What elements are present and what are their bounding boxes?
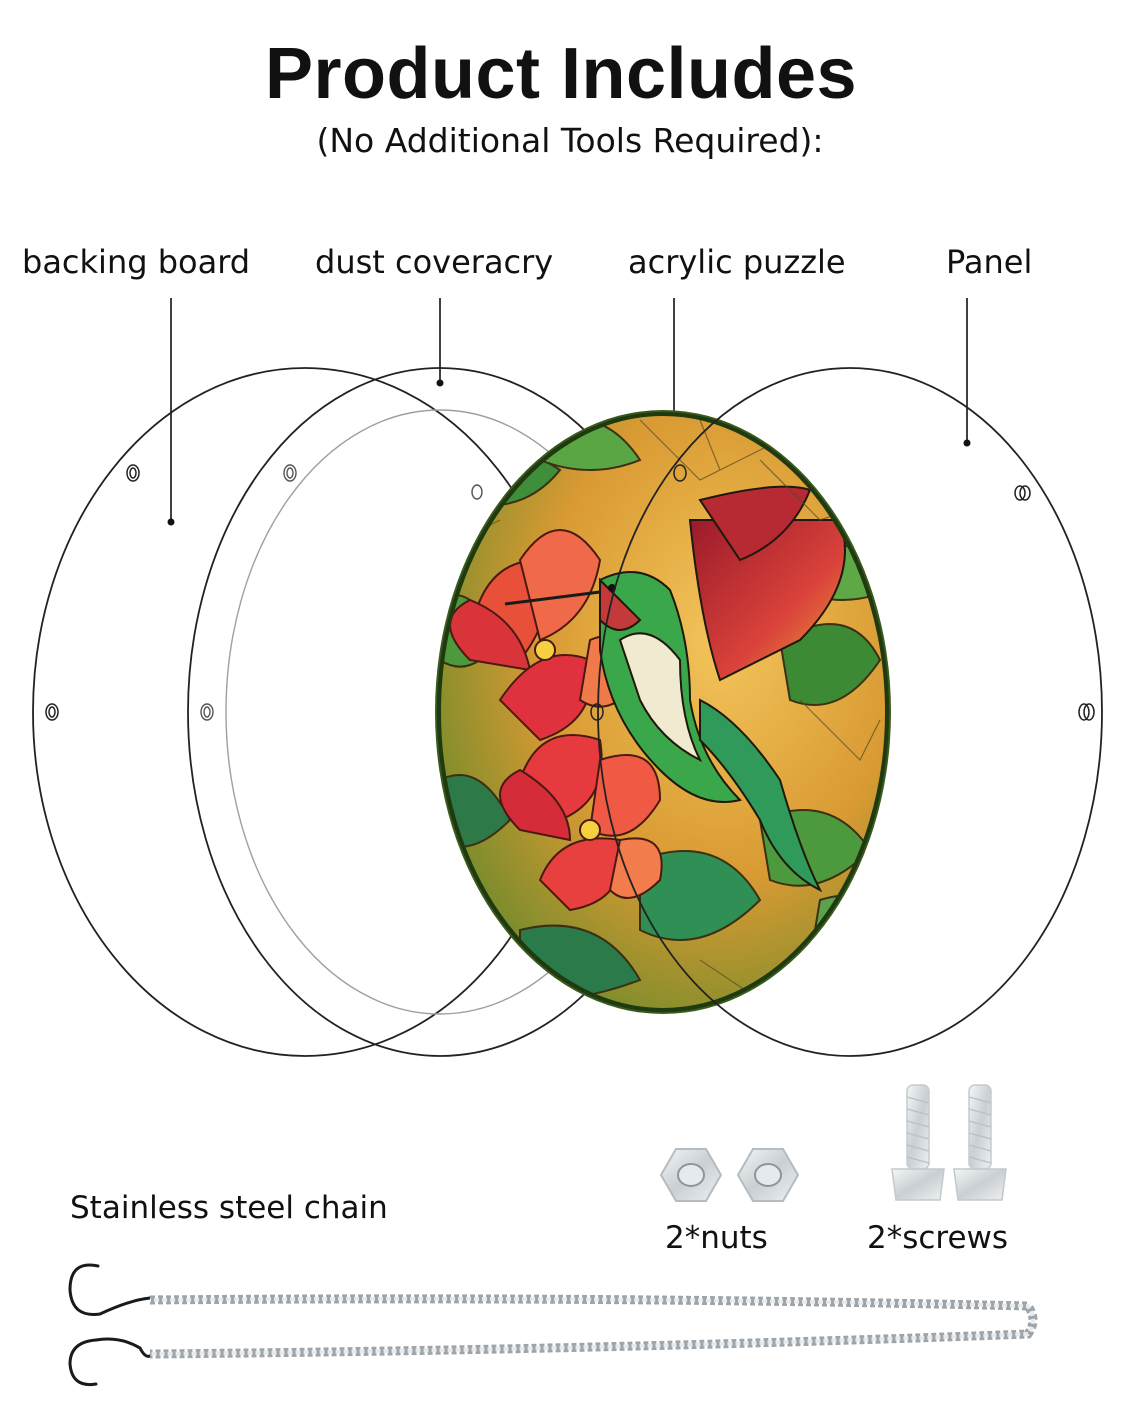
screws [891, 1084, 1007, 1201]
leader-lines [170, 298, 968, 522]
front-panel [597, 367, 1103, 1057]
s-hook-bottom [68, 1337, 152, 1387]
page-title: Product Includes [264, 34, 858, 114]
page-subtitle: (No Additional Tools Required): [316, 121, 824, 160]
chains [68, 1263, 1038, 1387]
label-chain: Stainless steel chain [70, 1190, 388, 1226]
label-dust-cover: dust coveracry [315, 243, 554, 281]
label-acrylic-puzzle: acrylic puzzle [628, 243, 846, 281]
label-panel: Panel [946, 243, 1033, 281]
label-nuts: 2*nuts [665, 1220, 768, 1256]
acrylic-puzzle [435, 410, 891, 1014]
label-screws: 2*screws [867, 1220, 1009, 1256]
nuts [659, 1148, 800, 1202]
s-hook-top [68, 1263, 152, 1316]
label-backing-board: backing board [22, 243, 251, 281]
